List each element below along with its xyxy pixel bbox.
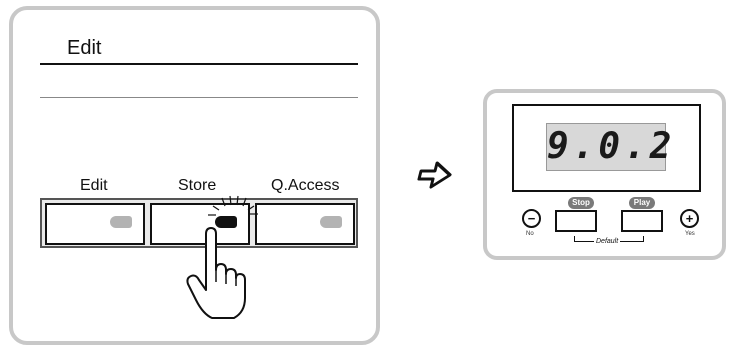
qaccess-led: [320, 216, 342, 228]
divider-rule: [40, 97, 358, 98]
title-rule: [40, 63, 358, 65]
qaccess-button-label: Q.Access: [271, 177, 340, 194]
no-label: No: [526, 231, 534, 237]
play-button[interactable]: [621, 210, 663, 232]
yes-label: Yes: [685, 231, 695, 237]
edit-button[interactable]: [45, 203, 145, 245]
qaccess-button[interactable]: [255, 203, 355, 245]
default-label: Default: [594, 238, 621, 245]
press-burst-icon: [208, 195, 258, 216]
edit-section-title: Edit: [67, 37, 102, 59]
store-button[interactable]: [150, 203, 250, 245]
minus-button[interactable]: −: [522, 209, 541, 228]
store-button-label: Store: [178, 177, 217, 194]
edit-button-label: Edit: [80, 177, 108, 194]
stop-pill-label: Stop: [568, 197, 594, 209]
lcd-display: 9.0.2: [546, 123, 671, 171]
pointing-hand-icon: [186, 227, 246, 319]
edit-led: [110, 216, 132, 228]
store-led: [215, 216, 237, 228]
play-pill-label: Play: [629, 197, 655, 209]
right-arrow-icon: [417, 161, 452, 189]
display-housing: [512, 104, 701, 192]
stop-button[interactable]: [555, 210, 597, 232]
plus-button[interactable]: +: [680, 209, 699, 228]
